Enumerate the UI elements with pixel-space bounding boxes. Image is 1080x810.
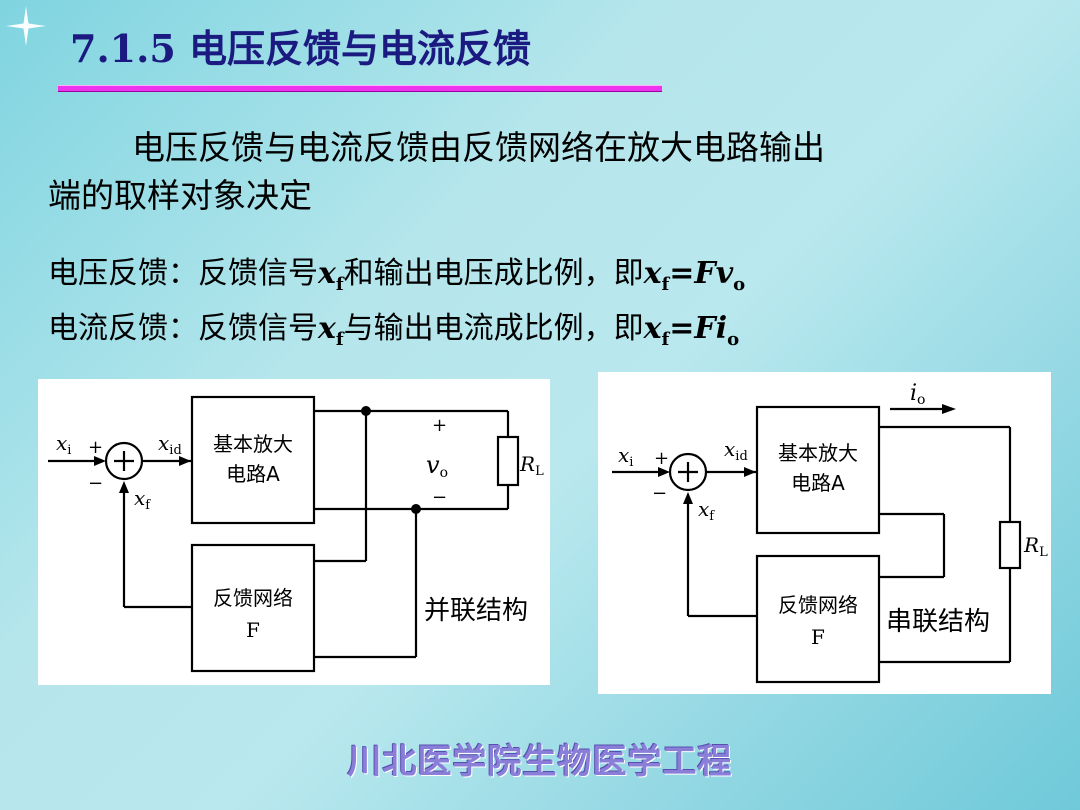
svg-text:−: − xyxy=(88,473,103,494)
feedback-network-label-1: 反馈网络 xyxy=(778,593,858,617)
amplifier-label-1: 基本放大 xyxy=(213,432,293,456)
footer-institution: 川北医学院生物医学工程 xyxy=(347,742,733,782)
current-equation: xf=Fio xyxy=(643,311,740,350)
svg-text:xf: xf xyxy=(698,497,715,524)
sparkle-icon xyxy=(6,6,46,46)
voltage-feedback-line: 电压反馈：反馈信号xf和输出电压成比例，即xf=Fvo xyxy=(48,256,746,295)
intro-line-1: 电压反馈与电流反馈由反馈网络在放大电路输出 xyxy=(132,128,825,167)
current-feedback-line: 电流反馈：反馈信号xf与输出电流成比例，即xf=Fio xyxy=(48,311,740,350)
parallel-structure-diagram: xi + − xid xf 基本放大 电路A 反馈网络 F + vo − RL … xyxy=(38,379,550,685)
feedback-network-label-2: F xyxy=(246,618,260,642)
diagram-caption: 串联结构 xyxy=(886,607,990,637)
feedback-network-label-2: F xyxy=(811,625,825,649)
load-resistor-label: RL xyxy=(1023,533,1048,560)
output-voltage-label: vo xyxy=(426,451,448,481)
output-current-label: io xyxy=(910,381,925,408)
xf-symbol: xf xyxy=(318,311,344,350)
voltage-equation: xf=Fvo xyxy=(643,256,746,295)
amplifier-label-2: 电路A xyxy=(226,462,280,486)
amplifier-label-2: 电路A xyxy=(791,471,845,495)
svg-text:xi: xi xyxy=(618,443,633,470)
svg-text:xid: xid xyxy=(158,431,182,458)
diagram-caption: 并联结构 xyxy=(424,596,528,626)
series-structure-diagram: xi + − xid xf 基本放大 电路A 反馈网络 F io RL 串联结构 xyxy=(598,372,1051,694)
amplifier-label-1: 基本放大 xyxy=(778,441,858,465)
feedback-network-label-1: 反馈网络 xyxy=(213,586,293,610)
svg-text:xi: xi xyxy=(56,431,71,458)
svg-text:+: + xyxy=(654,448,669,469)
intro-line-2: 端的取样对象决定 xyxy=(48,176,312,215)
svg-text:+: + xyxy=(88,437,103,458)
svg-text:+: + xyxy=(432,415,447,436)
intro-paragraph: 电压反馈与电流反馈由反馈网络在放大电路输出 端的取样对象决定 xyxy=(48,124,1048,220)
slide-title: 7.1.5 电压反馈与电流反馈 xyxy=(70,26,532,71)
svg-text:xid: xid xyxy=(724,437,748,464)
svg-text:xf: xf xyxy=(134,486,151,513)
svg-text:−: − xyxy=(432,487,447,508)
title-underline xyxy=(58,85,662,92)
svg-text:−: − xyxy=(652,483,667,504)
load-resistor-label: RL xyxy=(519,452,544,479)
xf-symbol: xf xyxy=(318,256,344,295)
